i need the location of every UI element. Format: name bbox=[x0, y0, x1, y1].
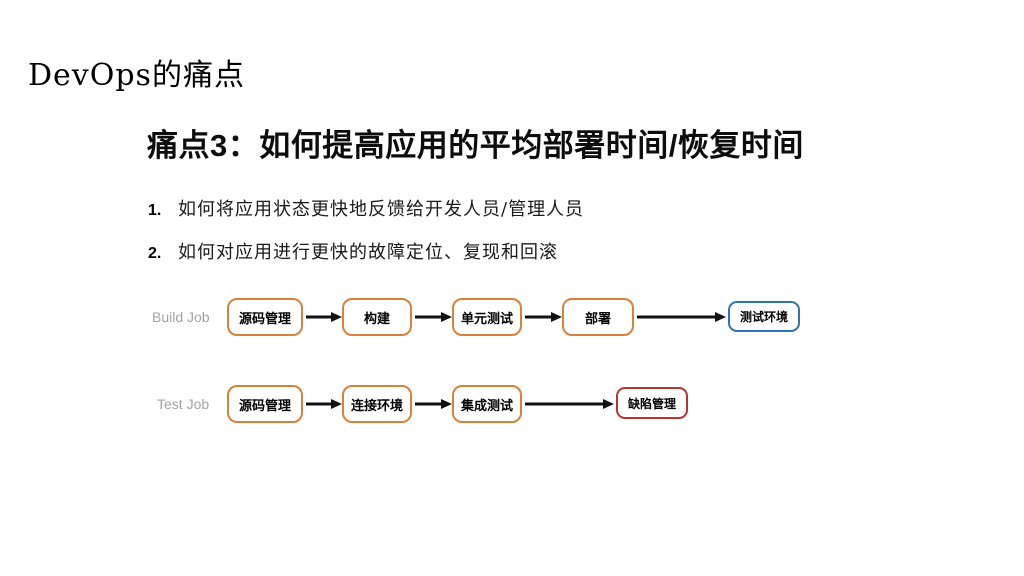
flow-arrow-icon bbox=[306, 311, 342, 323]
node-test-integration-test: 集成测试 bbox=[452, 385, 522, 423]
node-build-unit-test: 单元测试 bbox=[452, 298, 522, 336]
arrow-head bbox=[715, 312, 726, 322]
row-label-test-job: Test Job bbox=[157, 396, 210, 412]
pain-point-heading: 痛点3：如何提高应用的平均部署时间/恢复时间 bbox=[147, 128, 804, 163]
arrow-shaft bbox=[306, 315, 334, 319]
arrow-head bbox=[441, 312, 452, 322]
node-test-defect-management: 缺陷管理 bbox=[616, 387, 688, 419]
list-item-1: 1. 如何将应用状态更快地反馈给开发人员/管理人员 bbox=[148, 195, 584, 221]
arrow-shaft bbox=[306, 402, 334, 406]
flow-arrow-icon bbox=[306, 398, 342, 410]
list-item-2: 2. 如何对应用进行更快的故障定位、复现和回滚 bbox=[148, 238, 558, 264]
list-item-2-number: 2. bbox=[148, 245, 162, 262]
list-item-1-text: 如何将应用状态更快地反馈给开发人员/管理人员 bbox=[178, 199, 585, 220]
arrow-shaft bbox=[525, 402, 606, 406]
flow-arrow-icon bbox=[637, 311, 726, 323]
arrow-shaft bbox=[525, 315, 554, 319]
arrow-shaft bbox=[415, 402, 444, 406]
node-build-compile: 构建 bbox=[342, 298, 412, 336]
flow-arrow-icon bbox=[525, 311, 562, 323]
arrow-shaft bbox=[415, 315, 444, 319]
flow-arrow-icon bbox=[415, 398, 452, 410]
list-item-2-text: 如何对应用进行更快的故障定位、复现和回滚 bbox=[178, 242, 558, 263]
node-build-test-environment: 测试环境 bbox=[728, 301, 800, 332]
arrow-head bbox=[603, 399, 614, 409]
flow-arrow-icon bbox=[525, 398, 614, 410]
arrow-head bbox=[331, 312, 342, 322]
node-build-deploy: 部署 bbox=[562, 298, 634, 336]
arrow-shaft bbox=[637, 315, 718, 319]
node-build-source-management: 源码管理 bbox=[227, 298, 303, 336]
node-test-source-management: 源码管理 bbox=[227, 385, 303, 423]
arrow-head bbox=[551, 312, 562, 322]
arrow-head bbox=[331, 399, 342, 409]
flow-arrow-icon bbox=[415, 311, 452, 323]
row-label-build-job: Build Job bbox=[152, 309, 210, 325]
arrow-head bbox=[441, 399, 452, 409]
node-test-connect-environment: 连接环境 bbox=[342, 385, 412, 423]
list-item-1-number: 1. bbox=[148, 202, 162, 219]
slide-title: DevOps的痛点 bbox=[28, 58, 245, 93]
